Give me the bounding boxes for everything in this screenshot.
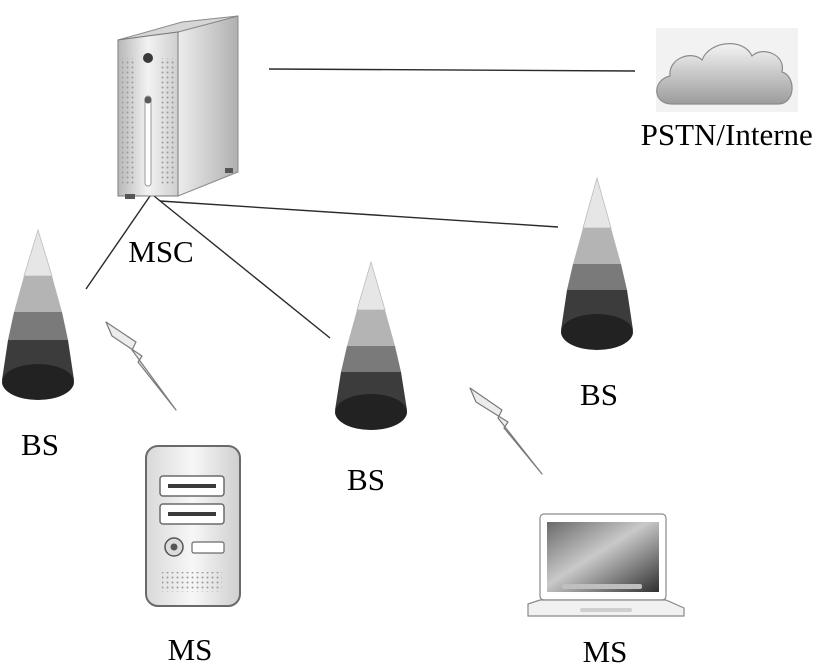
labels: MSC PSTN/Internet BS BS BS MS MS	[21, 117, 813, 665]
msc-server	[117, 15, 239, 199]
base-station-left	[2, 228, 74, 400]
link-msc-bs-left	[85, 195, 151, 290]
antenna-cone-icon	[2, 228, 74, 400]
wireless-bolt-icon	[105, 321, 177, 411]
base-station-right	[561, 176, 633, 350]
ms-laptop	[527, 513, 685, 617]
link-msc-bs-right	[159, 200, 559, 228]
wireless-bolt-icon	[469, 387, 543, 475]
ms-desktop	[145, 445, 241, 607]
bs-center-label: BS	[347, 462, 385, 497]
bs-left-label: BS	[21, 427, 59, 462]
wireless-links	[105, 321, 543, 475]
msc-label: MSC	[128, 234, 193, 269]
wired-links	[85, 68, 636, 339]
base-station-center	[335, 260, 407, 430]
desktop-pc-icon	[145, 445, 241, 607]
server-icon	[117, 15, 239, 199]
bs-right-label: BS	[580, 377, 618, 412]
pstn-internet-label: PSTN/Internet	[641, 117, 813, 152]
antenna-cone-icon	[335, 260, 407, 430]
link-msc-bs-center	[153, 195, 331, 339]
cloud-icon	[656, 43, 793, 105]
pstn-internet-node	[656, 28, 798, 112]
ms-laptop-label: MS	[583, 634, 628, 665]
ms-desktop-label: MS	[168, 632, 213, 665]
laptop-icon	[527, 513, 685, 617]
antenna-cone-icon	[561, 176, 633, 350]
link-msc-pstn	[268, 68, 636, 72]
